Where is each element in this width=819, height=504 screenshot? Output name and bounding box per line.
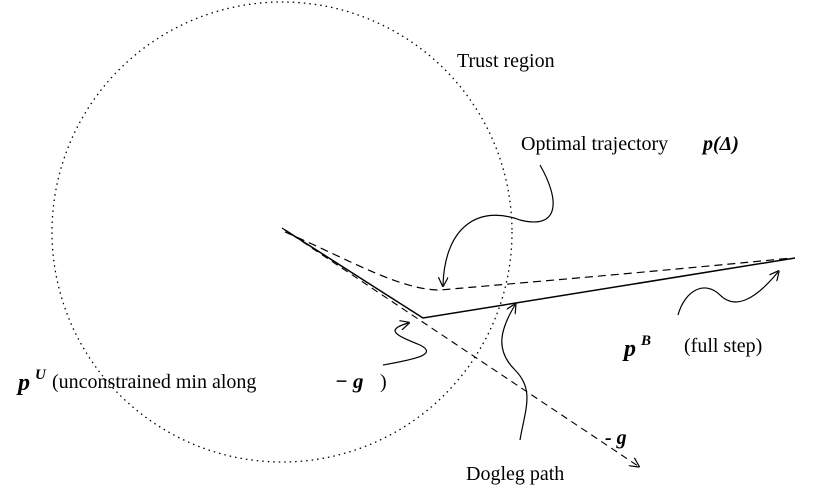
full-step-symbol-base: p xyxy=(622,336,636,362)
optimal-trajectory-curve xyxy=(284,231,793,291)
unconstrained-neg-g: − g xyxy=(335,369,363,393)
full-step-text: (full step) xyxy=(684,335,762,357)
unconstrained-min-text: (unconstrained min along xyxy=(52,371,256,393)
optimal-trajectory-pointer xyxy=(443,164,554,285)
negative-gradient-direction xyxy=(281,227,638,466)
full-step-symbol-sup: B xyxy=(640,333,651,349)
full-step-pointer xyxy=(677,272,778,316)
dogleg-path-line xyxy=(284,229,796,319)
unconstrained-symbol-base: p xyxy=(16,370,30,396)
unconstrained-close-paren: ) xyxy=(380,371,387,393)
dogleg-path-label: Dogleg path xyxy=(466,463,564,485)
dogleg-path-pointer xyxy=(501,305,528,441)
trust-region-label: Trust region xyxy=(457,50,555,72)
unconstrained-min-label: p U xyxy=(16,367,47,396)
unconstrained-symbol-sup: U xyxy=(35,367,47,383)
trust-region-circle xyxy=(51,1,513,463)
full-step-label: p B xyxy=(622,333,651,362)
unconstrained-min-pointer xyxy=(382,323,428,366)
negative-gradient-label: - g xyxy=(605,427,627,449)
optimal-trajectory-symbol: p(Δ) xyxy=(701,133,739,155)
optimal-trajectory-label: Optimal trajectory xyxy=(521,133,668,155)
